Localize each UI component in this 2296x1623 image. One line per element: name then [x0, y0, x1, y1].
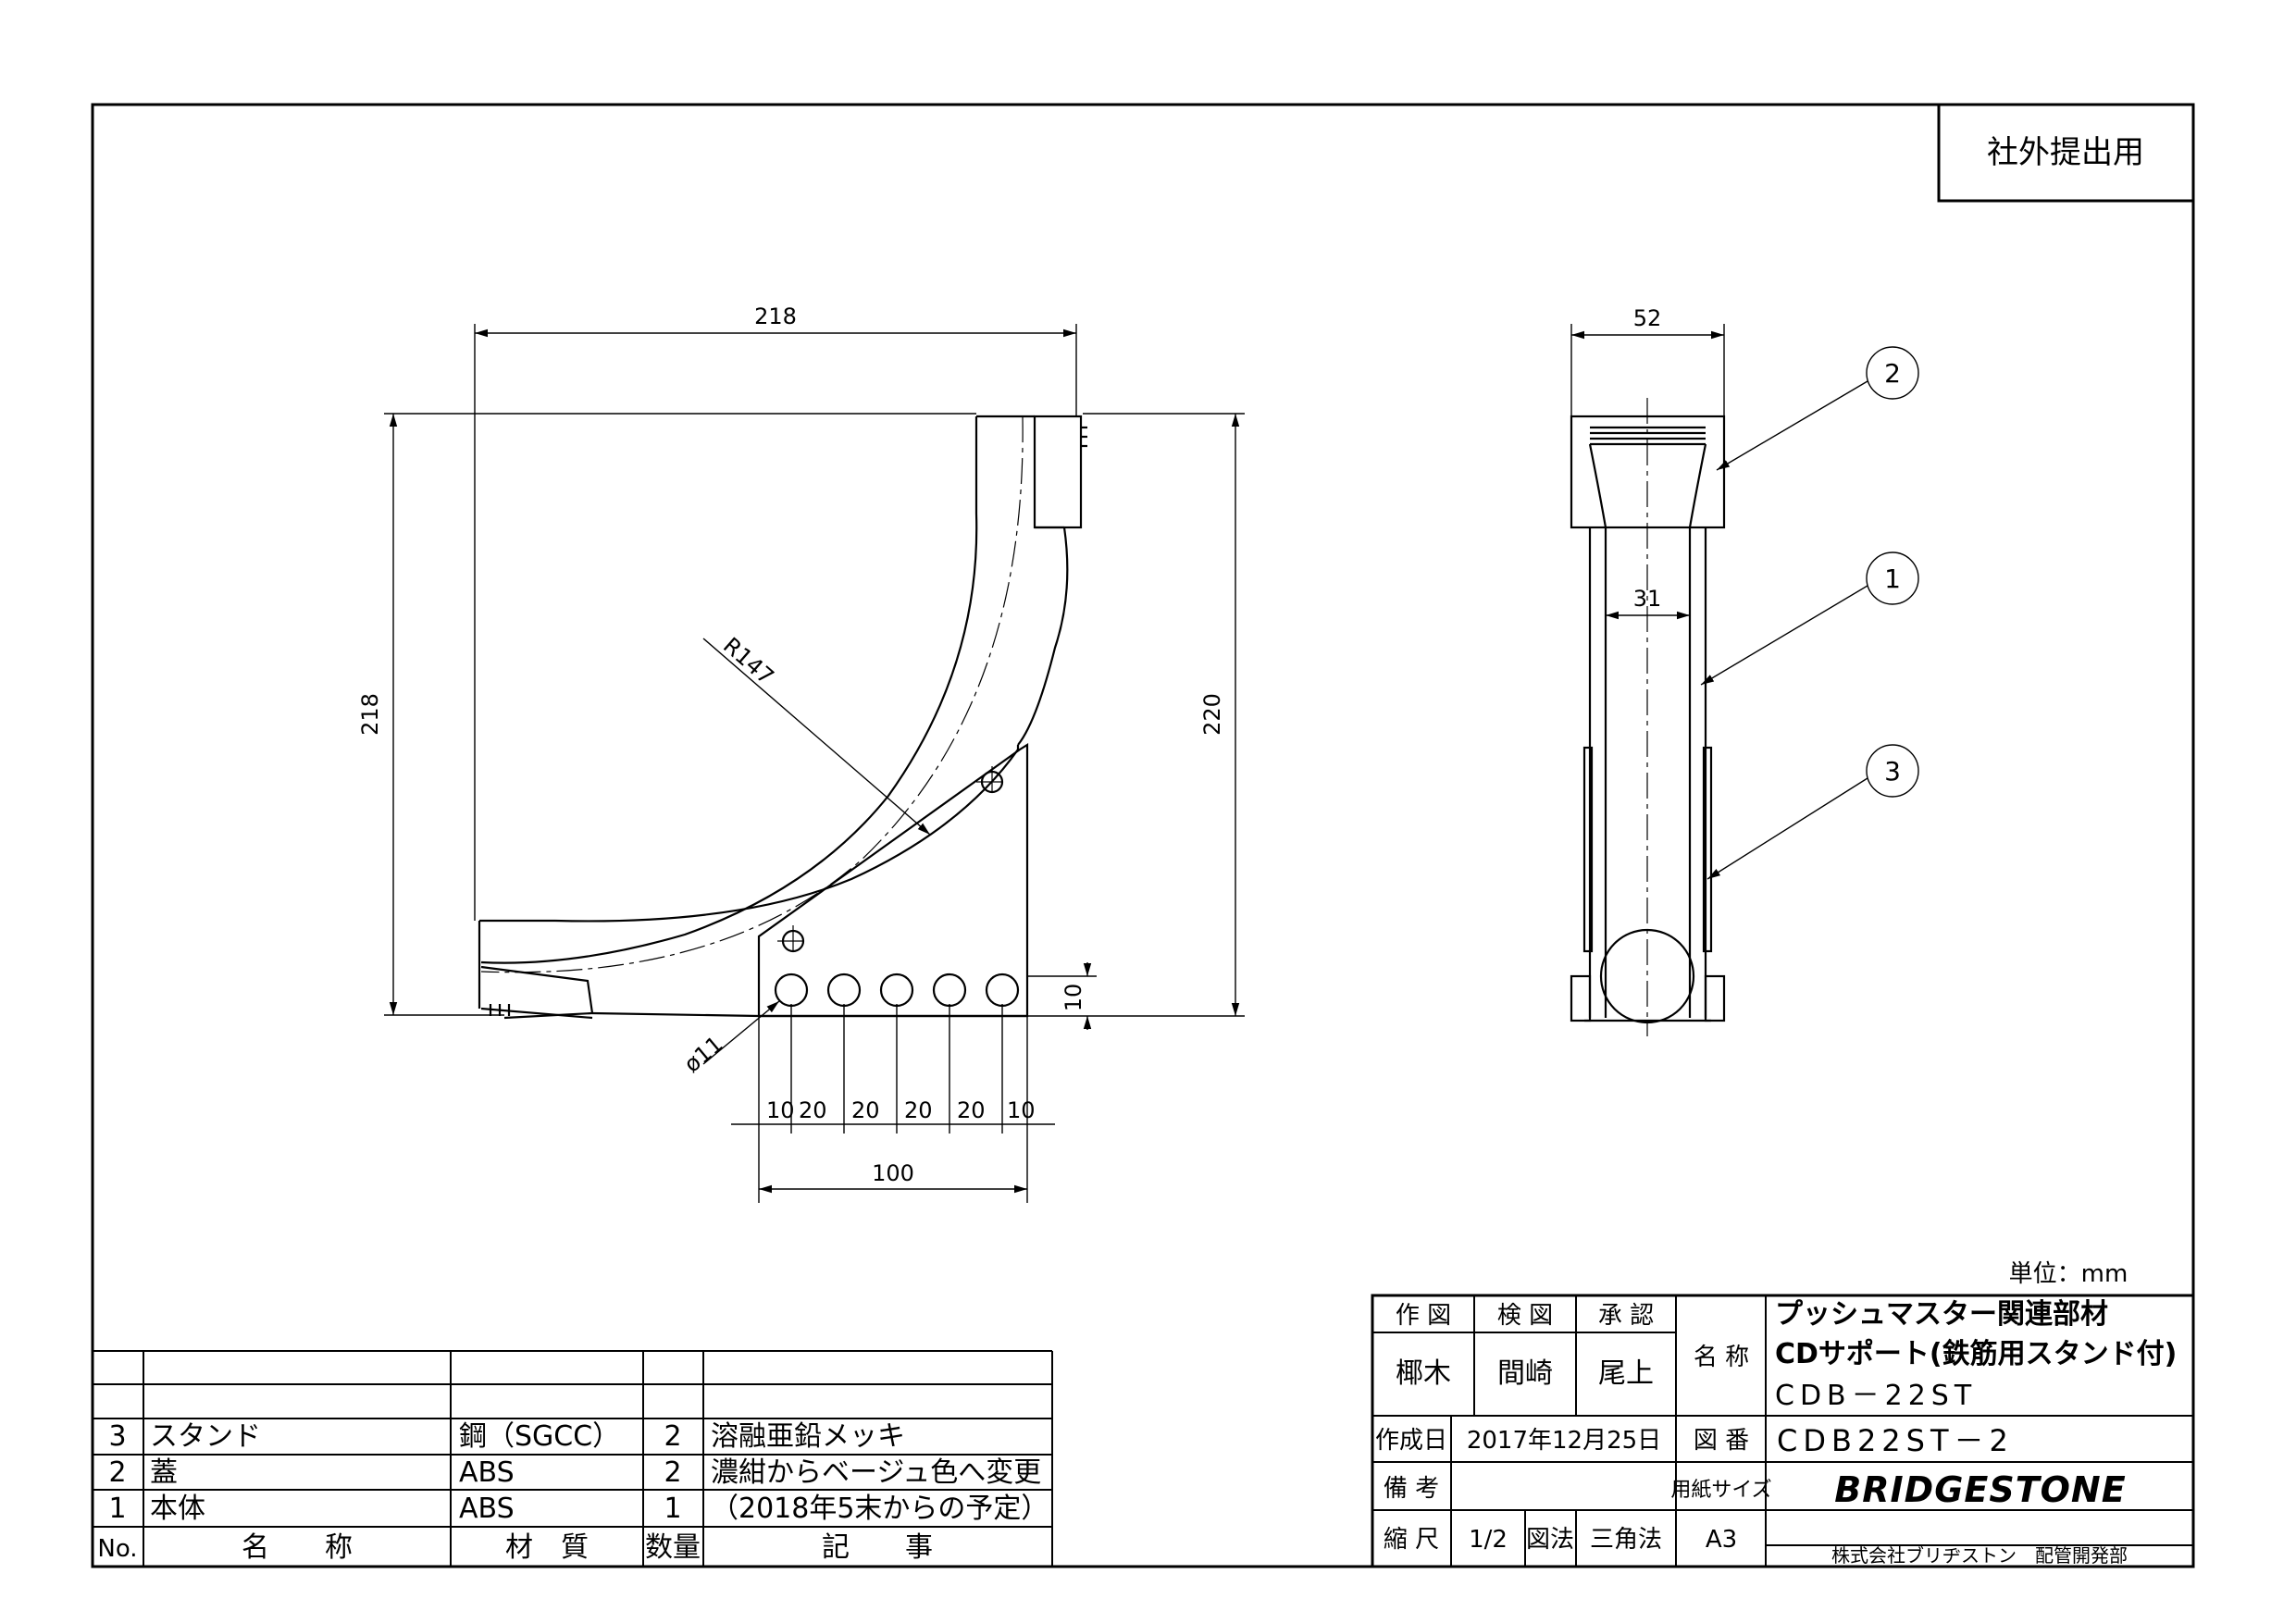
row3-material: 鋼（SGCC）	[459, 1420, 620, 1453]
date-value: 2017年12月25日	[1467, 1427, 1661, 1455]
dim-218-left: 218	[357, 693, 383, 736]
row2-name: 蓋	[150, 1456, 178, 1489]
drawing-no-label: 図 番	[1694, 1427, 1749, 1455]
stamp-text: 社外提出用	[1987, 134, 2144, 171]
row3-no: 3	[108, 1420, 126, 1453]
dim-radius: R147	[718, 632, 779, 689]
parts-table-text: 3 スタンド 鋼（SGCC） 2 溶融亜鉛メッキ 2 蓋 ABS 2 濃紺からベ…	[97, 1420, 1049, 1564]
balloon-3: 3	[1884, 756, 1901, 787]
name-label: 名 称	[1694, 1344, 1749, 1371]
dim-220-right: 220	[1199, 693, 1225, 736]
brand-logo: BRIDGESTONE	[1834, 1469, 2126, 1510]
dim-pitch-a: 10	[766, 1097, 795, 1123]
header-name: 名 称	[242, 1531, 353, 1564]
drawn-by: 椰木	[1396, 1357, 1451, 1390]
balloons	[1700, 346, 1919, 880]
row3-note: 溶融亜鉛メッキ	[711, 1420, 905, 1453]
row3-name: スタンド	[150, 1420, 261, 1453]
product-line3: CDB－22ST	[1775, 1380, 1977, 1412]
row2-note: 濃紺からベージュ色へ変更	[711, 1456, 1041, 1489]
front-centerlines	[480, 415, 1024, 973]
drawing-no: CDB22ST－2	[1777, 1423, 2014, 1458]
dim-100: 100	[872, 1160, 914, 1186]
header-note: 記 事	[822, 1531, 933, 1564]
unit-label: 単位：mm	[2009, 1260, 2128, 1288]
front-view	[478, 415, 1087, 1020]
paper-value: A3	[1706, 1526, 1737, 1554]
row2-no: 2	[108, 1456, 126, 1489]
dim-52: 52	[1633, 305, 1662, 331]
dim-pitch-c: 20	[851, 1097, 880, 1123]
approved-by: 尾上	[1598, 1357, 1654, 1390]
balloon-1: 1	[1884, 564, 1901, 594]
drawn-label: 作 図	[1396, 1302, 1451, 1330]
row1-note: （2018年5末からの予定）	[711, 1493, 1049, 1525]
stamp-box: 社外提出用	[1937, 103, 2195, 203]
front-dimensions	[384, 324, 1245, 1203]
row1-no: 1	[108, 1493, 126, 1525]
product-line1: プッシュマスター関連部材	[1775, 1298, 2108, 1331]
dim-31: 31	[1633, 586, 1662, 612]
balloon-labels: 2 1 3	[1884, 358, 1901, 787]
header-material: 材 質	[505, 1531, 589, 1564]
product-line2: CDサポート(鉄筋用スタンド付)	[1775, 1338, 2177, 1370]
parts-table	[93, 1350, 1053, 1567]
dim-pitch-d: 20	[904, 1097, 933, 1123]
date-label: 作成日	[1375, 1427, 1447, 1455]
sheet-border	[91, 103, 2195, 1568]
row1-name: 本体	[150, 1493, 205, 1525]
header-no: No.	[97, 1535, 137, 1563]
dim-hole-dia: ø11	[679, 1031, 728, 1078]
side-dimensions	[1570, 324, 1725, 620]
dim-218-top: 218	[754, 304, 797, 329]
row1-material: ABS	[459, 1493, 515, 1525]
scale-label: 縮 尺	[1384, 1526, 1439, 1554]
method-value: 三角法	[1590, 1526, 1662, 1554]
dim-pitch-f: 10	[1007, 1097, 1036, 1123]
dim-pitch-b: 20	[799, 1097, 827, 1123]
row2-material: ABS	[459, 1456, 515, 1489]
remarks-label: 備 考	[1384, 1475, 1439, 1503]
row3-qty: 2	[664, 1420, 681, 1453]
scale-value: 1/2	[1469, 1526, 1508, 1554]
company-name: 株式会社ブリヂストン 配管開発部	[1831, 1544, 2128, 1567]
side-dim-texts: 52 31	[1633, 305, 1662, 612]
row2-qty: 2	[664, 1456, 681, 1489]
title-block-text: 作 図 検 図 承 認 椰木 間崎 尾上 名 称 プッシュマスター関連部材 CD…	[1375, 1298, 2177, 1567]
row1-qty: 1	[664, 1493, 681, 1525]
checked-by: 間崎	[1497, 1357, 1553, 1390]
approved-label: 承 認	[1598, 1302, 1654, 1330]
title-block	[1371, 1294, 2195, 1568]
paper-label: 用紙サイズ	[1670, 1479, 1771, 1502]
dim-pitch-e: 20	[957, 1097, 986, 1123]
balloon-2: 2	[1884, 358, 1901, 389]
header-qty: 数量	[645, 1531, 701, 1564]
checked-label: 検 図	[1497, 1302, 1553, 1330]
method-label: 図法	[1526, 1526, 1574, 1554]
dim-10-vertical: 10	[1061, 984, 1086, 1012]
